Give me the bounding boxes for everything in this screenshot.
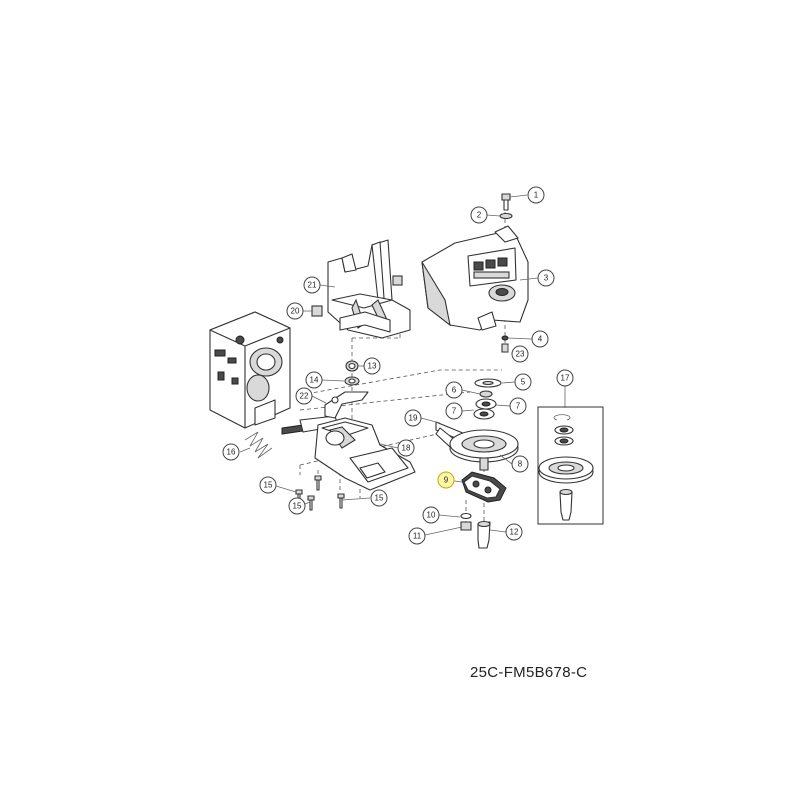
spring-part — [244, 415, 339, 459]
callout-label: 18 — [402, 444, 411, 453]
callout-label: 17 — [561, 374, 570, 383]
callout-label: 15 — [264, 481, 273, 490]
callout-label: 10 — [427, 511, 436, 520]
callout-label: 8 — [518, 460, 523, 469]
engine-cover-part — [421, 225, 529, 331]
callout-18: 18 — [397, 439, 415, 457]
callout-20: 20 — [286, 302, 304, 320]
callout-7b: 7 — [509, 397, 527, 415]
callout-label: 15 — [375, 494, 384, 503]
callout-6: 6 — [445, 381, 463, 399]
latch-lever-part — [324, 391, 369, 419]
callout-8: 8 — [511, 455, 529, 473]
inset-pulley-assembly — [537, 406, 604, 525]
callout-label: 2 — [477, 211, 482, 220]
mounting-bracket-part — [314, 417, 416, 491]
callout-label: 13 — [368, 362, 377, 371]
callout-1: 1 — [527, 186, 545, 204]
callout-7a: 7 — [445, 402, 463, 420]
callout-label: 3 — [544, 274, 549, 283]
callout-label: 23 — [516, 350, 525, 359]
control-bracket-part — [327, 239, 411, 339]
callout-15a: 15 — [259, 476, 277, 494]
callout-22: 22 — [295, 387, 313, 405]
callout-15c: 15 — [370, 489, 388, 507]
bushing-part — [344, 360, 360, 386]
callout-23: 23 — [511, 345, 529, 363]
callout-14: 14 — [305, 371, 323, 389]
callout-5: 5 — [514, 373, 532, 391]
callout-19: 19 — [404, 409, 422, 427]
callout-label: 20 — [291, 307, 300, 316]
callout-label: 7 — [452, 407, 457, 416]
callout-label: 4 — [538, 335, 543, 344]
fastener-parts — [499, 193, 513, 353]
callout-label: 14 — [310, 376, 319, 385]
callout-label: 12 — [510, 528, 519, 537]
bracket-plate-part — [461, 471, 507, 503]
callout-label: 22 — [300, 392, 309, 401]
callout-label: 21 — [308, 281, 317, 290]
callout-15b: 15 — [288, 497, 306, 515]
callout-4: 4 — [531, 330, 549, 348]
callout-17: 17 — [556, 369, 574, 387]
pulley-belt-part — [435, 421, 519, 471]
spindle-parts — [460, 512, 491, 549]
callout-10: 10 — [422, 506, 440, 524]
callout-3: 3 — [537, 269, 555, 287]
callout-label: 16 — [227, 448, 236, 457]
callout-9: 9 — [437, 471, 455, 489]
callout-label: 1 — [534, 191, 539, 200]
callout-12: 12 — [505, 523, 523, 541]
callout-leaders — [239, 194, 566, 536]
callout-13: 13 — [363, 357, 381, 375]
bearing-stack-part — [473, 378, 502, 420]
callout-label: 19 — [409, 414, 418, 423]
callout-21: 21 — [303, 276, 321, 294]
callout-label: 11 — [413, 532, 422, 541]
callout-16: 16 — [222, 443, 240, 461]
callout-label: 15 — [293, 502, 302, 511]
callout-2: 2 — [470, 206, 488, 224]
callout-11: 11 — [408, 527, 426, 545]
callout-label: 9 — [444, 476, 449, 485]
callout-label: 5 — [521, 378, 526, 387]
diagram-reference-code: 25C-FM5B678-C — [470, 664, 588, 681]
callout-label: 6 — [452, 386, 457, 395]
engine-block-part — [209, 311, 291, 429]
callout-label: 7 — [516, 402, 521, 411]
